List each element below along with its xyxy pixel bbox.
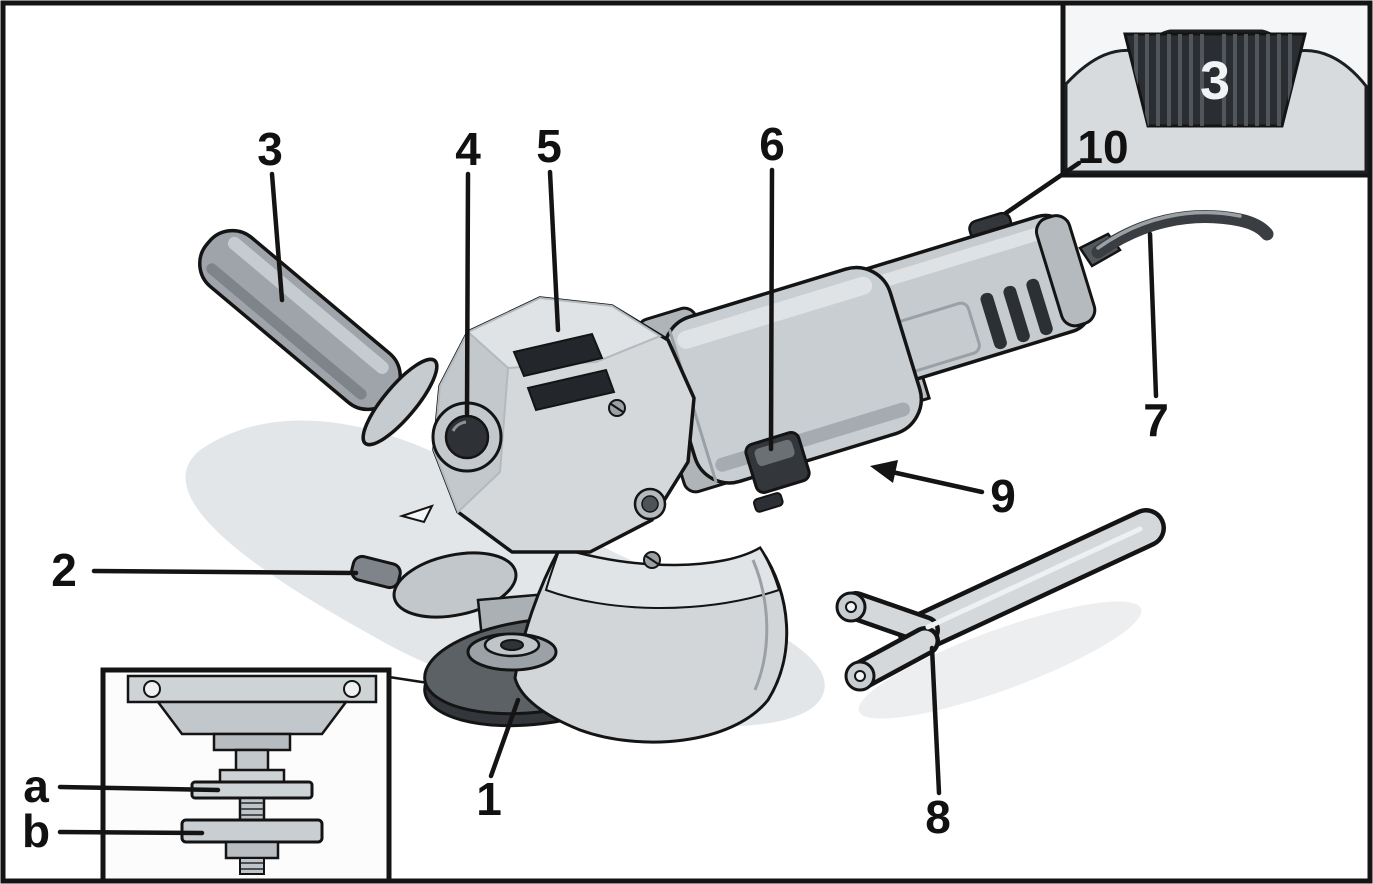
leader-6 xyxy=(768,167,775,452)
leader-1 xyxy=(488,697,521,779)
power-cord xyxy=(1078,210,1274,268)
threaded-spindle xyxy=(238,796,266,822)
clamping-lever xyxy=(350,554,402,590)
leader-lines xyxy=(57,160,1159,836)
leader-10 xyxy=(1003,160,1082,216)
gear-head xyxy=(398,296,696,569)
wheel-hub xyxy=(466,632,558,672)
vent-slot-icon xyxy=(1026,278,1053,336)
wheel-guard xyxy=(513,546,789,744)
leader-2 xyxy=(91,568,359,576)
vent-slot-icon xyxy=(512,332,604,378)
leader-b xyxy=(57,829,205,836)
backing-flange xyxy=(190,768,314,800)
dial-value: 3 xyxy=(1200,51,1230,111)
handle-thread-hole xyxy=(633,487,667,521)
screw-icon xyxy=(643,551,661,569)
leader-8 xyxy=(929,645,942,796)
leader-4 xyxy=(464,171,471,417)
vent-slot-icon xyxy=(1003,285,1030,343)
leader-3 xyxy=(269,171,285,303)
leader-7 xyxy=(1147,231,1159,399)
motor-housing xyxy=(662,265,923,513)
vent-slot-icon xyxy=(980,292,1007,350)
flange-section-inset xyxy=(100,667,392,884)
spanner-wrench xyxy=(835,508,1166,692)
vent-slot-icon xyxy=(526,368,616,412)
speed-dial-inset: 3 xyxy=(1060,0,1373,178)
screw-icon xyxy=(608,399,626,417)
spindle-lock-button xyxy=(431,401,503,473)
clamping-nut xyxy=(180,818,324,875)
leader-5 xyxy=(547,169,561,333)
arrowhead-9-icon xyxy=(870,460,898,483)
leader-9 xyxy=(889,469,985,495)
direction-arrow-icon xyxy=(398,504,434,524)
auxiliary-handle xyxy=(198,228,439,447)
leader-a xyxy=(57,784,221,793)
dial-knurling xyxy=(1134,34,1292,126)
